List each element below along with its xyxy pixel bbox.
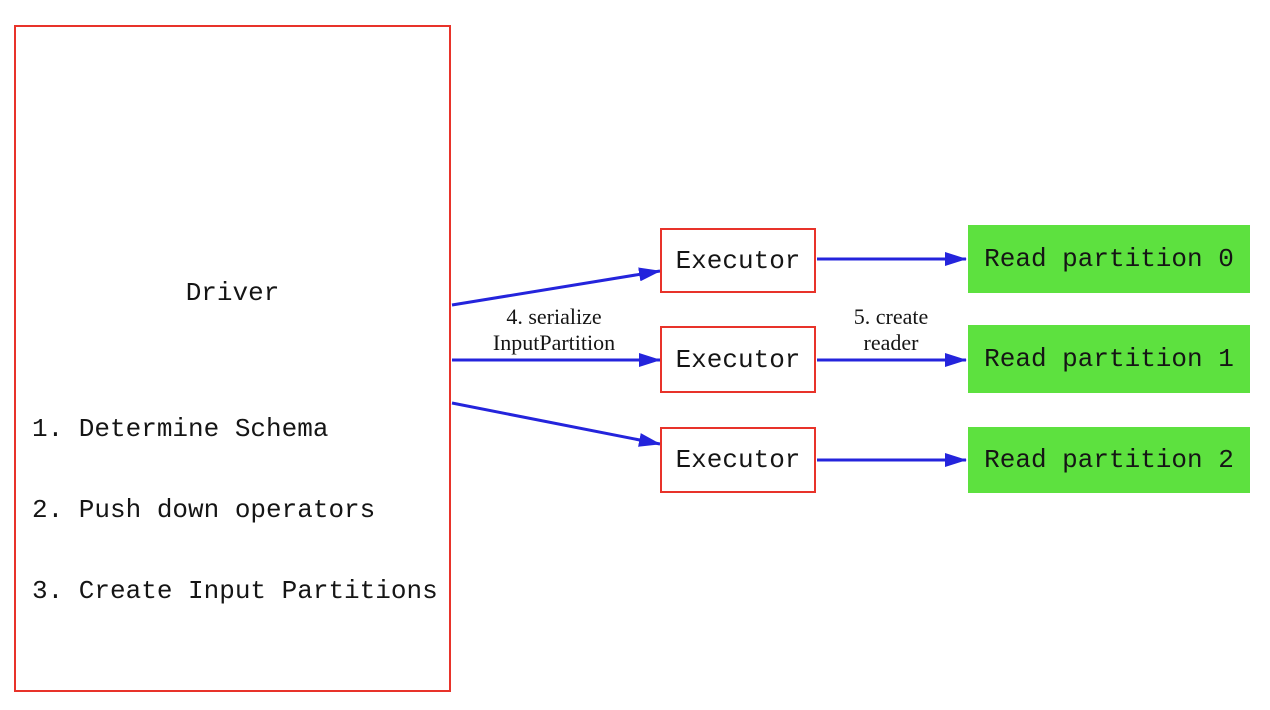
create-reader-edge-label: 5. create reader bbox=[781, 304, 1001, 356]
read-partition-1-label: Read partition 1 bbox=[984, 344, 1234, 374]
serialize-inputpartition-edge-label: 4. serialize InputPartition bbox=[444, 304, 664, 356]
read-partition-0-label: Read partition 0 bbox=[984, 244, 1234, 274]
read-partition-0-box: Read partition 0 bbox=[968, 225, 1250, 293]
create-reader-edge-label-line-2: reader bbox=[863, 330, 919, 355]
driver-to-executor-3-arrow bbox=[451, 401, 661, 447]
serialize-edge-label-line-1: 4. serialize bbox=[506, 304, 602, 329]
driver-step-2: 2. Push down operators bbox=[32, 495, 376, 525]
executor-2-label: Executor bbox=[675, 344, 801, 375]
driver-title: Driver bbox=[185, 278, 280, 308]
create-reader-edge-label-line-1: 5. create bbox=[853, 304, 929, 329]
driver-step-1: 1. Determine Schema bbox=[32, 414, 329, 444]
driver-step-3: 3. Create Input Partitions bbox=[32, 576, 438, 606]
read-partition-1-box: Read partition 1 bbox=[968, 325, 1250, 393]
read-partition-2-label: Read partition 2 bbox=[984, 445, 1234, 475]
serialize-edge-label-line-2: InputPartition bbox=[492, 330, 616, 355]
executor-box-2: Executor bbox=[660, 326, 816, 393]
driver-to-executor-1-arrow bbox=[451, 267, 661, 307]
executor-box-3: Executor bbox=[660, 427, 816, 493]
read-partition-2-box: Read partition 2 bbox=[968, 427, 1250, 493]
executor-3-label: Executor bbox=[675, 445, 801, 475]
driver-box bbox=[14, 25, 451, 692]
driver-steps-list: 1. Determine Schema 2. Push down operato… bbox=[32, 362, 438, 659]
executor-box-1: Executor bbox=[660, 228, 816, 293]
executor-1-label: Executor bbox=[675, 245, 801, 276]
